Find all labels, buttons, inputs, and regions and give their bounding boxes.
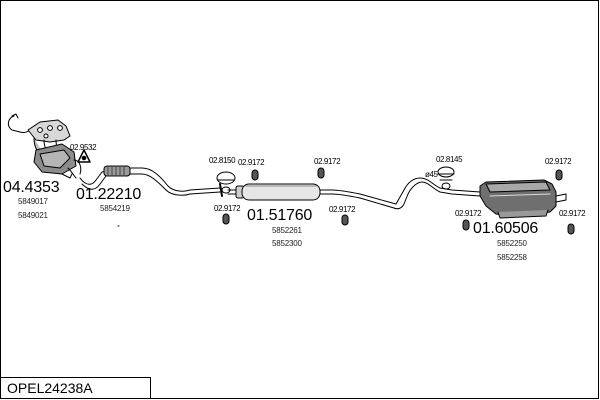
accessory-code-hanger-5: 02.9172 (545, 157, 572, 166)
front-pipe-drawing (79, 165, 223, 197)
hanger-6-drawing (462, 219, 470, 231)
accessory-code-gasket: 02.9532 (70, 143, 97, 152)
accessory-code-hanger-1: 02.9172 (238, 158, 265, 167)
hanger-2-drawing (222, 213, 230, 225)
part-code-front-pipe: 01.22210 (76, 186, 142, 203)
accessory-code-hanger-7: 02.9172 (559, 209, 586, 218)
hanger-4-drawing (341, 214, 349, 226)
part-ref-middle-silencer-2: 5852300 (272, 239, 302, 248)
part-ref-rear-silencer-2: 5852258 (497, 253, 527, 262)
accessory-code-hanger-6: 02.9172 (455, 209, 482, 218)
part-code-rear-silencer: 01.60506 (473, 220, 539, 237)
hanger-1-drawing (251, 169, 259, 181)
part-code-catalytic-converter: 04.4353 (3, 179, 60, 196)
clamp-2-drawing (437, 166, 455, 190)
part-ref-middle-silencer-1: 5852261 (272, 226, 302, 235)
clamp-size-label: ø45 (425, 170, 438, 179)
accessory-code-clamp-1: 02.8150 (209, 156, 236, 165)
accessory-code-hanger-4: 02.9172 (329, 205, 356, 214)
middle-silencer-drawing (227, 183, 397, 209)
intermediate-pipe-drawing (393, 177, 481, 210)
accessory-code-hanger-3: 02.9172 (314, 157, 341, 166)
part-ref-rear-silencer-1: 5852250 (497, 239, 527, 248)
hanger-5-drawing (555, 169, 563, 181)
hanger-3-drawing (317, 167, 325, 179)
catalytic-converter-drawing (7, 113, 82, 179)
model-code: OPEL24238A (7, 380, 93, 396)
gasket-drawing (77, 149, 91, 163)
accessory-code-clamp-2: 02.8145 (436, 155, 463, 164)
part-code-middle-silencer: 01.51760 (247, 207, 313, 224)
hanger-7-drawing (567, 223, 575, 235)
part-ref-catalytic-converter-2: 5849021 (18, 211, 48, 220)
model-label-box: OPEL24238A (0, 377, 151, 399)
part-ref-catalytic-converter-1: 5849017 (18, 197, 48, 206)
rear-silencer-drawing (479, 179, 567, 219)
accessory-code-hanger-2: 02.9172 (214, 204, 241, 213)
part-ref-front-pipe-1: 5854219 (100, 204, 130, 213)
